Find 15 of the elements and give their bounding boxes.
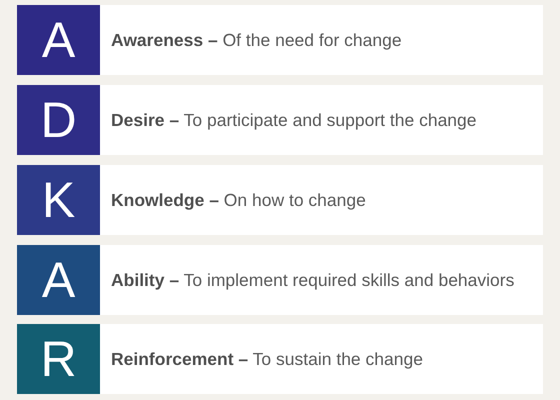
letter-tile: A <box>17 245 100 315</box>
stage-panel <box>100 324 543 394</box>
letter-tile: D <box>17 85 100 155</box>
letter-tile: A <box>17 5 100 75</box>
stage-panel <box>100 245 543 315</box>
stage-panel <box>100 5 543 75</box>
stage-panel <box>100 165 543 235</box>
stage-description: Reinforcement – To sustain the change <box>111 348 423 370</box>
stage-panel <box>100 85 543 155</box>
letter-tile: K <box>17 165 100 235</box>
letter-tile: R <box>17 324 100 394</box>
stage-description: Awareness – Of the need for change <box>111 30 402 50</box>
stage-description: Knowledge – On how to change <box>111 190 366 210</box>
stage-description: Desire – To participate and support the change <box>111 110 476 130</box>
stage-description: Ability – To implement required skills and behaviors <box>111 270 514 290</box>
